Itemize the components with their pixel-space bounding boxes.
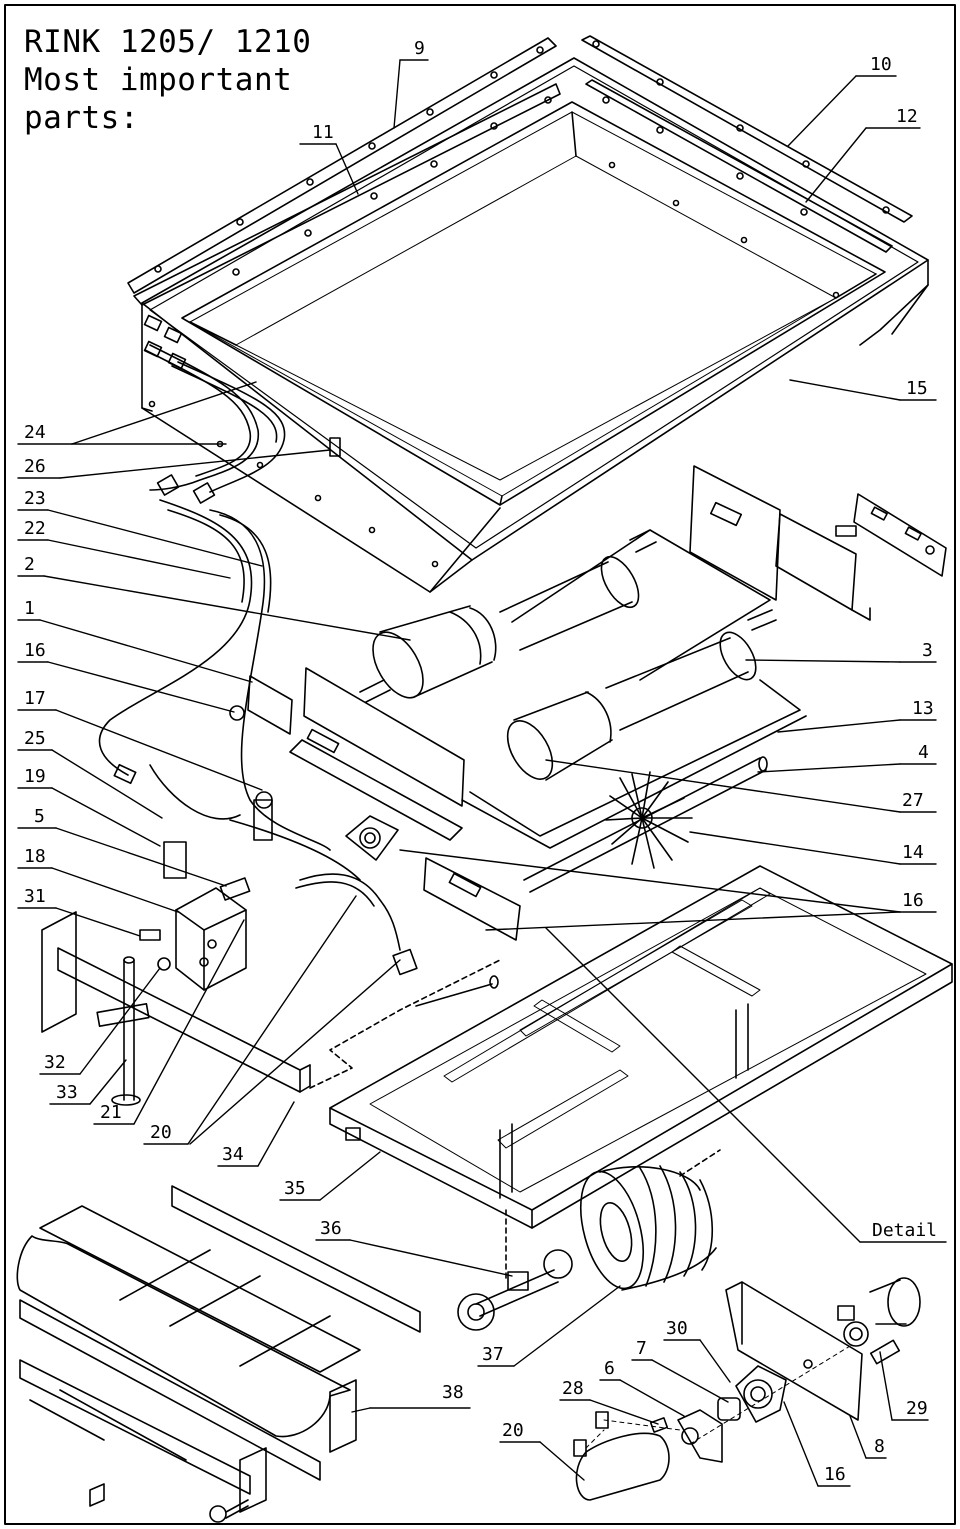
title-line-3: parts: bbox=[24, 100, 139, 136]
callout-25: 25 bbox=[24, 728, 46, 749]
bearing-flange bbox=[345, 815, 399, 861]
wheel bbox=[580, 1165, 717, 1291]
callout-17: 17 bbox=[24, 688, 46, 709]
hydraulic-hoses bbox=[98, 344, 418, 976]
callout-23: 23 bbox=[24, 488, 46, 509]
bolt-bottom bbox=[209, 1499, 249, 1523]
detail-dashed-lines bbox=[585, 1345, 851, 1449]
callout-22: 22 bbox=[24, 518, 46, 539]
drawbar-frame bbox=[19, 1185, 421, 1513]
callout-7: 7 bbox=[636, 1338, 647, 1359]
callout-19: 19 bbox=[24, 766, 46, 787]
callout-35: 35 bbox=[284, 1178, 306, 1199]
title-line-2: Most important bbox=[24, 62, 293, 98]
agitator-star-14 bbox=[605, 771, 693, 869]
callout-16-upper: 16 bbox=[24, 640, 46, 661]
side-plate-brackets bbox=[689, 465, 947, 621]
dashed-cable bbox=[309, 959, 721, 1281]
callout-4: 4 bbox=[918, 742, 929, 763]
detail-assembly bbox=[573, 1277, 921, 1501]
callout-15: 15 bbox=[906, 378, 928, 399]
callout-detail: Detail bbox=[872, 1220, 938, 1241]
callout-9: 9 bbox=[414, 38, 425, 59]
cover-sheets-3-13 bbox=[461, 529, 807, 849]
cover-sheet-38 bbox=[16, 1235, 351, 1438]
dosing-roller-4 bbox=[506, 609, 777, 781]
callout-2: 2 bbox=[24, 554, 35, 575]
main-frame bbox=[329, 865, 953, 1229]
callout-30: 30 bbox=[666, 1318, 688, 1339]
callout-28: 28 bbox=[562, 1378, 584, 1399]
page-border bbox=[4, 4, 956, 1525]
callout-36: 36 bbox=[320, 1218, 342, 1239]
callout-18: 18 bbox=[24, 846, 46, 867]
callout-12: 12 bbox=[896, 106, 918, 127]
callout-29: 29 bbox=[906, 1398, 928, 1419]
callout-11: 11 bbox=[312, 122, 334, 143]
callout-32: 32 bbox=[44, 1052, 66, 1073]
callout-16-lower: 16 bbox=[824, 1464, 846, 1485]
callout-5: 5 bbox=[34, 806, 45, 827]
front-fittings bbox=[143, 314, 187, 370]
callout-31: 31 bbox=[24, 886, 46, 907]
callout-1: 1 bbox=[24, 598, 35, 619]
callout-16-middle: 16 bbox=[902, 890, 924, 911]
axle bbox=[457, 1249, 573, 1331]
hopper-body bbox=[141, 57, 929, 593]
callout-13: 13 bbox=[912, 698, 934, 719]
callout-38: 38 bbox=[442, 1382, 464, 1403]
callout-6: 6 bbox=[604, 1358, 615, 1379]
side-rail-10-12 bbox=[581, 35, 913, 253]
callout-3: 3 bbox=[922, 640, 933, 661]
callout-20-upper: 20 bbox=[150, 1122, 172, 1143]
valve-block bbox=[139, 791, 273, 991]
callout-26: 26 bbox=[24, 456, 46, 477]
motor-mount-plate bbox=[229, 667, 521, 941]
callout-24: 24 bbox=[24, 422, 46, 443]
hitch-bar bbox=[41, 911, 311, 1106]
leader-lines bbox=[17, 59, 947, 1487]
side-rail-9-11 bbox=[127, 37, 561, 306]
callout-10: 10 bbox=[870, 54, 892, 75]
title-line-1: RINK 1205/ 1210 bbox=[24, 24, 312, 60]
agitator-shaft bbox=[523, 756, 768, 893]
callout-33: 33 bbox=[56, 1082, 78, 1103]
callout-14: 14 bbox=[902, 842, 924, 863]
callout-34: 34 bbox=[222, 1144, 244, 1165]
callout-37: 37 bbox=[482, 1344, 504, 1365]
callout-8: 8 bbox=[874, 1436, 885, 1457]
callout-20-lower: 20 bbox=[502, 1420, 524, 1441]
callout-27: 27 bbox=[902, 790, 924, 811]
callout-21: 21 bbox=[100, 1102, 122, 1123]
